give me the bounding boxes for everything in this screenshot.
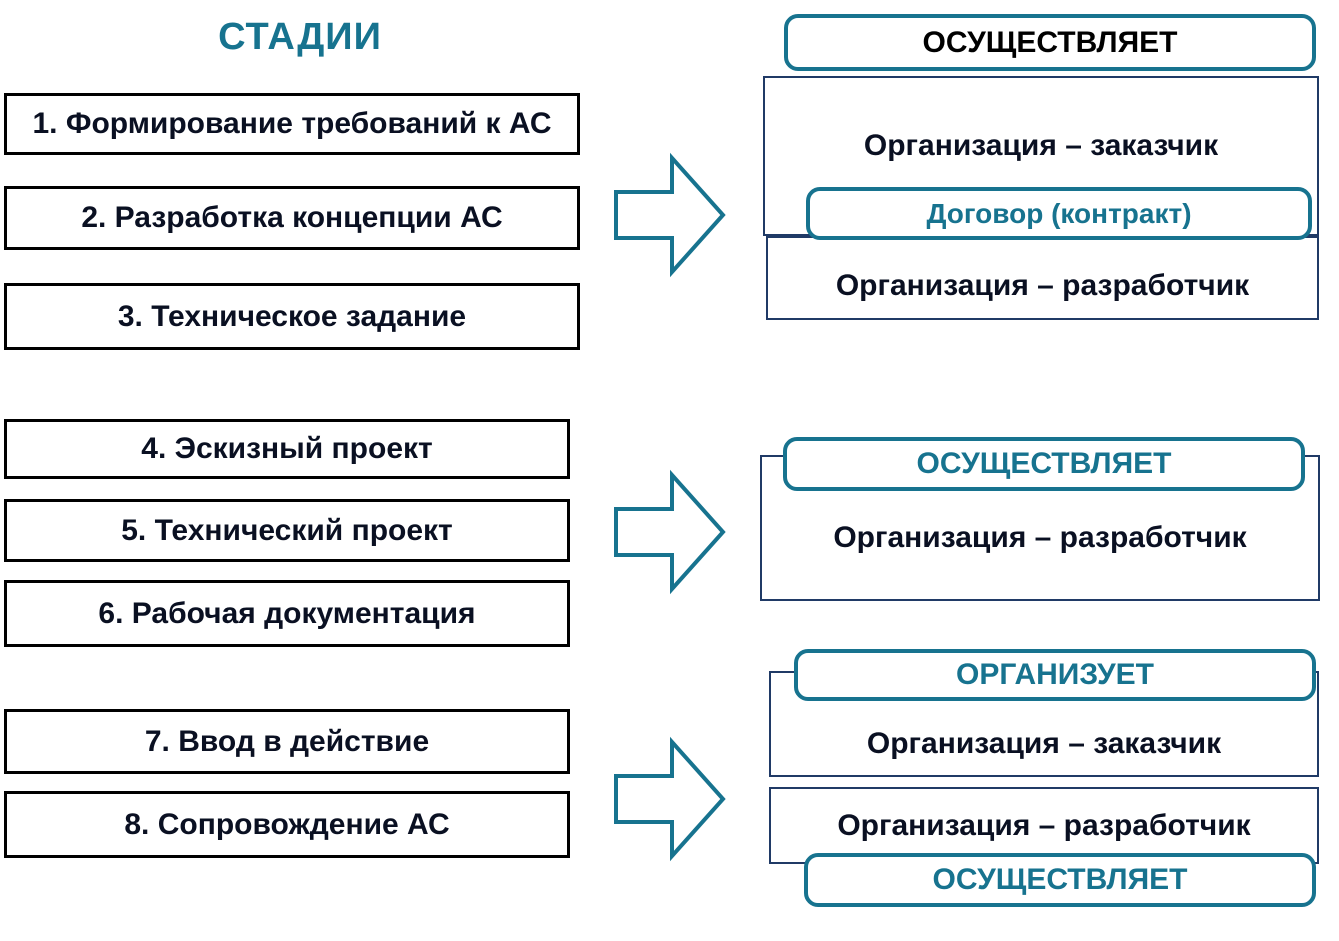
stage-box: 6. Рабочая документация: [4, 580, 570, 647]
stages-title: СТАДИИ: [218, 16, 382, 58]
stage-box: 2. Разработка концепции АС: [4, 186, 580, 250]
right-arrow-icon: [614, 736, 726, 862]
role-header: ОСУЩЕСТВЛЯЕТ: [783, 437, 1305, 491]
customer-label: Организация – заказчик: [866, 726, 1222, 760]
role-footer: ОСУЩЕСТВЛЯЕТ: [804, 853, 1316, 907]
stage-box: 1. Формирование требований к АС: [4, 93, 580, 155]
right-arrow-icon: [614, 469, 726, 595]
role-header: ОРГАНИЗУЕТ: [794, 649, 1316, 701]
contract-badge: Договор (контракт): [806, 187, 1312, 240]
right-arrow-icon: [614, 152, 726, 278]
actors-panel: [766, 236, 1319, 320]
stage-box: 7. Ввод в действие: [4, 709, 570, 774]
developer-label: Организация – разработчик: [835, 268, 1250, 302]
developer-label: Организация – разработчик: [837, 808, 1251, 842]
stage-box: 3. Техническое задание: [4, 283, 580, 350]
stage-box: 4. Эскизный проект: [4, 419, 570, 479]
developer-label: Организация – разработчик: [833, 521, 1247, 554]
customer-label: Организация – заказчик: [863, 128, 1219, 162]
stage-box: 8. Сопровождение АС: [4, 791, 570, 858]
stage-box: 5. Технический проект: [4, 499, 570, 562]
role-header: ОСУЩЕСТВЛЯЕТ: [784, 14, 1316, 71]
